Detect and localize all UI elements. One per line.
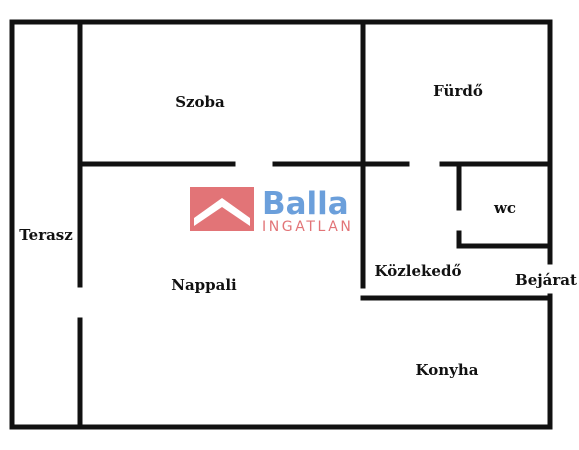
logo-roof-icon [194, 198, 250, 226]
logo-brand: Balla [262, 186, 349, 222]
outer-walls [9, 19, 553, 430]
room-label-kozlekedo: Közlekedő [375, 262, 462, 280]
room-label-furdo: Fürdő [433, 82, 483, 100]
logo-subtitle: INGATLAN [262, 219, 353, 235]
room-label-terasz: Terasz [19, 226, 73, 244]
logo-watermark: Balla INGATLAN [190, 186, 353, 235]
logo-house-icon [190, 187, 254, 231]
room-label-nappali: Nappali [171, 276, 237, 294]
room-label-wc: wc [493, 199, 516, 217]
room-label-szoba: Szoba [175, 93, 225, 111]
room-label-bejarat: Bejárat [515, 271, 577, 289]
inner-walls [77, 19, 553, 430]
room-label-konyha: Konyha [416, 361, 479, 379]
room-labels: Szoba Fürdő wc Terasz Nappali Közlekedő … [19, 82, 577, 379]
